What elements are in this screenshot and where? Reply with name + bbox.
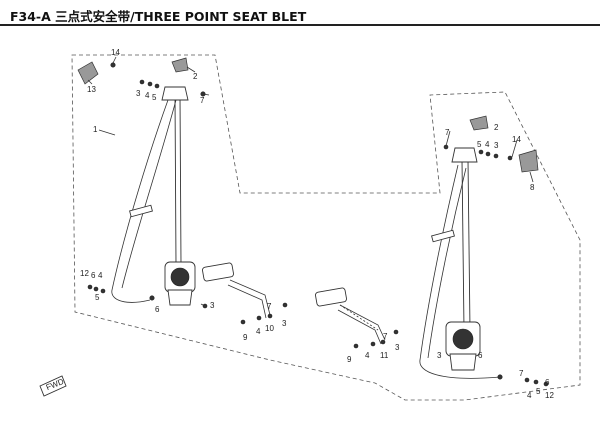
callout-10: 10 [265, 324, 274, 333]
callout-7-left-b: 7 [267, 302, 272, 311]
left-belt-webbing [174, 94, 182, 266]
callout-6-right-c: 6 [545, 378, 550, 387]
title-underline [0, 24, 600, 26]
callout-3-right-b: 3 [395, 343, 400, 352]
callout-3-left-c: 3 [282, 319, 287, 328]
right-cover-8 [518, 149, 539, 173]
front-direction-marker: FWD [39, 375, 67, 397]
left-belt-shoulder-strap [111, 99, 169, 303]
left-cover-2 [171, 57, 189, 73]
callout-12-left: 12 [80, 269, 89, 278]
left-buckle-tongue [202, 262, 271, 319]
callout-14-left: 14 [111, 48, 120, 57]
callout-3-left-top: 3 [136, 89, 141, 98]
callout-9-left: 9 [243, 333, 248, 342]
left-cover-13 [77, 61, 99, 85]
right-belt-shoulder-strap [419, 164, 501, 379]
right-belt-guide [431, 229, 455, 243]
callout-7-right-c: 7 [519, 369, 524, 378]
leader-lines [87, 56, 534, 307]
left-belt-guide [129, 204, 153, 218]
callout-9-right: 9 [347, 355, 352, 364]
callout-4-left-top: 4 [145, 91, 150, 100]
assembly-outline [71, 54, 581, 401]
callout-5-left-top: 5 [152, 93, 157, 102]
left-seat-belt-assembly [77, 57, 288, 325]
callout-5-right-top: 5 [477, 140, 482, 149]
callout-4-left-b: 4 [256, 327, 261, 336]
callout-4-right-top: 4 [485, 140, 490, 149]
callout-11: 11 [380, 351, 389, 360]
callout-2-right: 2 [494, 123, 499, 132]
callout-5-right-c: 5 [536, 387, 541, 396]
callout-8: 8 [530, 183, 535, 192]
page-title: F34-A 三点式安全带/THREE POINT SEAT BLET [10, 9, 307, 24]
callout-3-left-b: 3 [210, 301, 215, 310]
callout-5-left-a: 5 [95, 293, 100, 302]
callout-6-left-a: 6 [91, 271, 96, 280]
callout-7-left: 7 [200, 96, 205, 105]
callout-4-right-b: 4 [365, 351, 370, 360]
callout-14-right: 14 [512, 135, 521, 144]
callout-6-right: 6 [478, 351, 483, 360]
callout-12-right: 12 [545, 391, 554, 400]
callout-6-left-b: 6 [155, 305, 160, 314]
callout-13: 13 [87, 85, 96, 94]
callout-4-left-a: 4 [98, 271, 103, 280]
right-retractor [445, 321, 481, 371]
callout-3-right-top: 3 [494, 141, 499, 150]
callout-3-right-c: 3 [437, 351, 442, 360]
right-cover-2 [469, 115, 489, 131]
right-buckle-tongue [315, 287, 386, 345]
right-upper-anchor [451, 147, 478, 163]
right-belt-webbing [461, 159, 471, 331]
left-upper-anchor [161, 86, 189, 101]
left-retractor [164, 261, 196, 306]
callout-2-left: 2 [193, 72, 198, 81]
callout-7-right-b: 7 [383, 332, 388, 341]
callout-1: 1 [93, 125, 98, 134]
callout-7-right: 7 [445, 128, 450, 137]
callout-4-right-c: 4 [527, 391, 532, 400]
right-seat-belt-assembly [315, 115, 549, 387]
